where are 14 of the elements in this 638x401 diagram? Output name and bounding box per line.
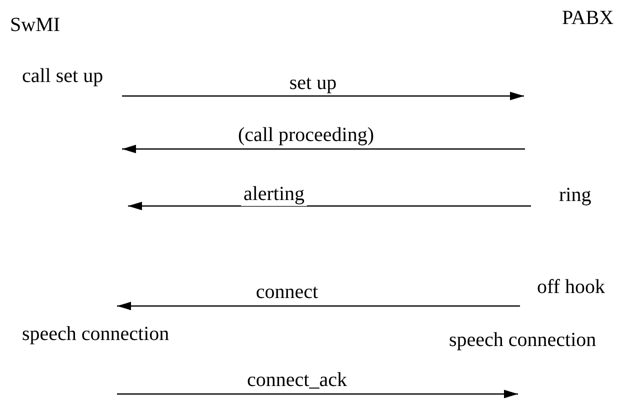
state-note: speech connection: [449, 329, 596, 352]
message-label: connect_ack: [245, 369, 349, 392]
message-arrow: [122, 144, 525, 154]
message-label: alerting: [241, 183, 307, 206]
message-arrow: [128, 202, 531, 210]
message-arrow: [117, 302, 520, 310]
event-note: off hook: [537, 276, 605, 299]
event-note: call set up: [22, 65, 104, 88]
message-label: (call proceeding): [236, 124, 376, 147]
event-note: ring: [559, 184, 592, 207]
entity-name: PABX: [562, 7, 614, 30]
message-arrow: [122, 92, 524, 100]
entity-name: SwMI: [10, 14, 60, 37]
state-note: speech connection: [22, 323, 170, 346]
